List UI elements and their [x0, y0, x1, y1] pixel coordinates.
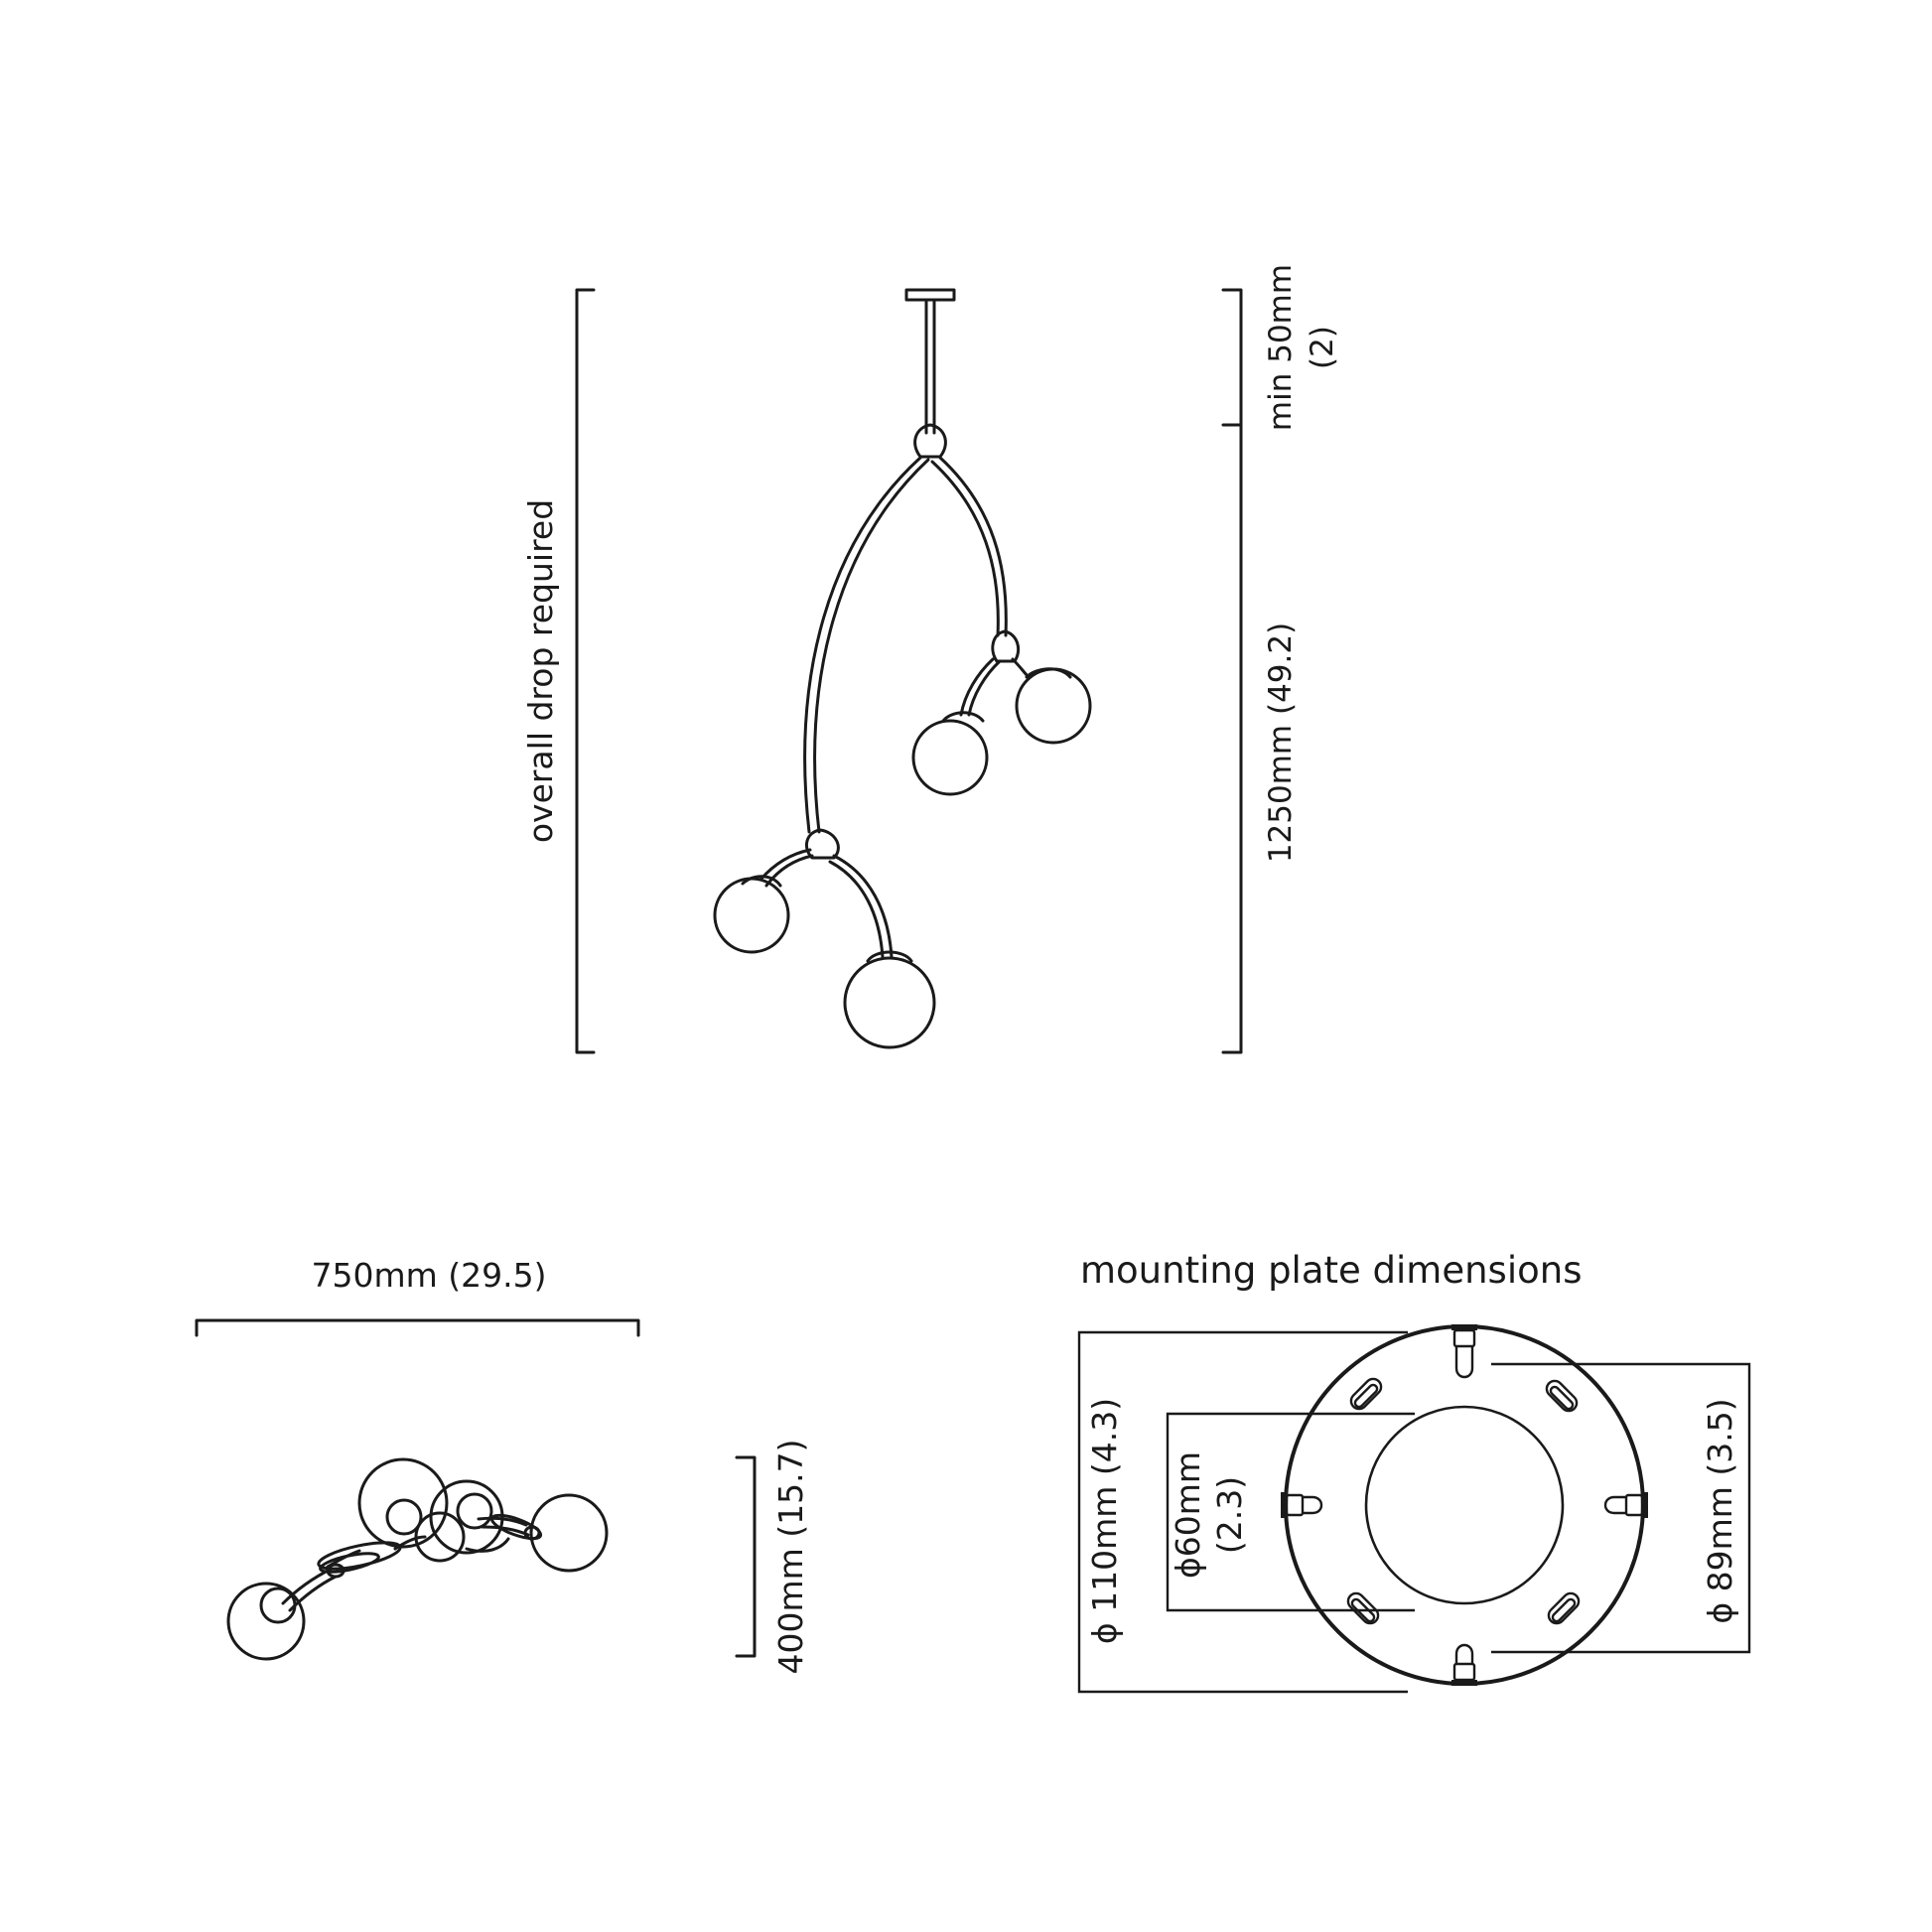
lower-joint [804, 828, 840, 860]
elevation-view: overall drop required min 50mm (2) 1250m… [521, 264, 1340, 1054]
right-joint-stem [967, 659, 1002, 717]
width-label: 750mm (29.5) [312, 1256, 547, 1295]
lower-joint-stem [832, 854, 894, 959]
arm-plan [477, 1516, 528, 1527]
lower-joint-stem [759, 848, 812, 882]
plan-view: 750mm (29.5) 400mm (15.7) [195, 1256, 810, 1675]
left-branch-arm [803, 456, 922, 834]
right-joint-stem [1011, 657, 1031, 679]
screw [1451, 1324, 1477, 1379]
joint-plan [326, 1563, 345, 1579]
arm-plan [465, 1537, 510, 1553]
globe-cap [866, 950, 913, 963]
top-joint [913, 423, 947, 459]
arm-plan [288, 1575, 338, 1612]
screw [1603, 1492, 1648, 1518]
depth-bracket [735, 1455, 757, 1658]
globe [357, 1457, 449, 1549]
mounting-plate-outline [1284, 1324, 1645, 1686]
mounting-plate-view: mounting plate dimensions ϕ 110mm (4.3) … [1077, 1249, 1751, 1694]
fixing-diameter-bracket [1491, 1362, 1751, 1654]
globe [1015, 667, 1092, 745]
joint-plan [523, 1525, 541, 1541]
lower-joint-stem [764, 854, 814, 888]
outer-diameter-label: ϕ 110mm (4.3) [1085, 1398, 1124, 1644]
right-joint-stem [959, 657, 995, 717]
overall-drop-label: overall drop required [521, 499, 560, 843]
center-hole [1364, 1405, 1565, 1605]
screw [1451, 1643, 1477, 1686]
arm-plan [489, 1513, 543, 1541]
inner-diameter-imperial-label: (2.3) [1210, 1476, 1249, 1554]
outer-diameter-bracket [1077, 1330, 1408, 1694]
globe [385, 1498, 423, 1536]
inner-diameter-label: ϕ60mm [1169, 1451, 1207, 1579]
min-drop-label: min 50mm [1263, 264, 1299, 431]
inner-diameter-bracket [1166, 1412, 1415, 1612]
lower-joint-stem [828, 860, 885, 959]
right-branch-arm [930, 460, 1000, 637]
mounting-slot [1545, 1379, 1579, 1413]
globe-cap [941, 711, 985, 723]
globe [843, 956, 936, 1049]
min-drop-imperial-label: (2) [1305, 326, 1340, 369]
arm-plan [393, 1535, 427, 1551]
height-label: 1250mm (49.2) [1263, 622, 1299, 863]
globe [456, 1492, 493, 1530]
canopy [904, 288, 956, 302]
globe [429, 1479, 504, 1555]
height-bracket [1221, 288, 1243, 1054]
globe [911, 719, 989, 796]
mounting-slot [1346, 1591, 1380, 1625]
globe [226, 1582, 306, 1661]
width-bracket [195, 1318, 640, 1337]
fixing-diameter-label: ϕ 89mm (3.5) [1701, 1398, 1739, 1623]
mounting-slot [1547, 1591, 1581, 1625]
mounting-plate-title: mounting plate dimensions [1080, 1249, 1582, 1292]
mounting-slot [1349, 1377, 1383, 1411]
globe [713, 877, 790, 954]
globe [259, 1587, 297, 1624]
overall-drop-bracket [575, 288, 596, 1054]
globe-cap [741, 875, 782, 888]
arm-plan [281, 1567, 334, 1605]
globe [529, 1493, 609, 1573]
depth-label: 400mm (15.7) [771, 1440, 810, 1675]
arm-plan [319, 1552, 380, 1574]
left-branch-arm [813, 458, 930, 834]
screw [1281, 1492, 1323, 1518]
right-joint [991, 629, 1021, 663]
right-branch-arm [938, 456, 1008, 637]
